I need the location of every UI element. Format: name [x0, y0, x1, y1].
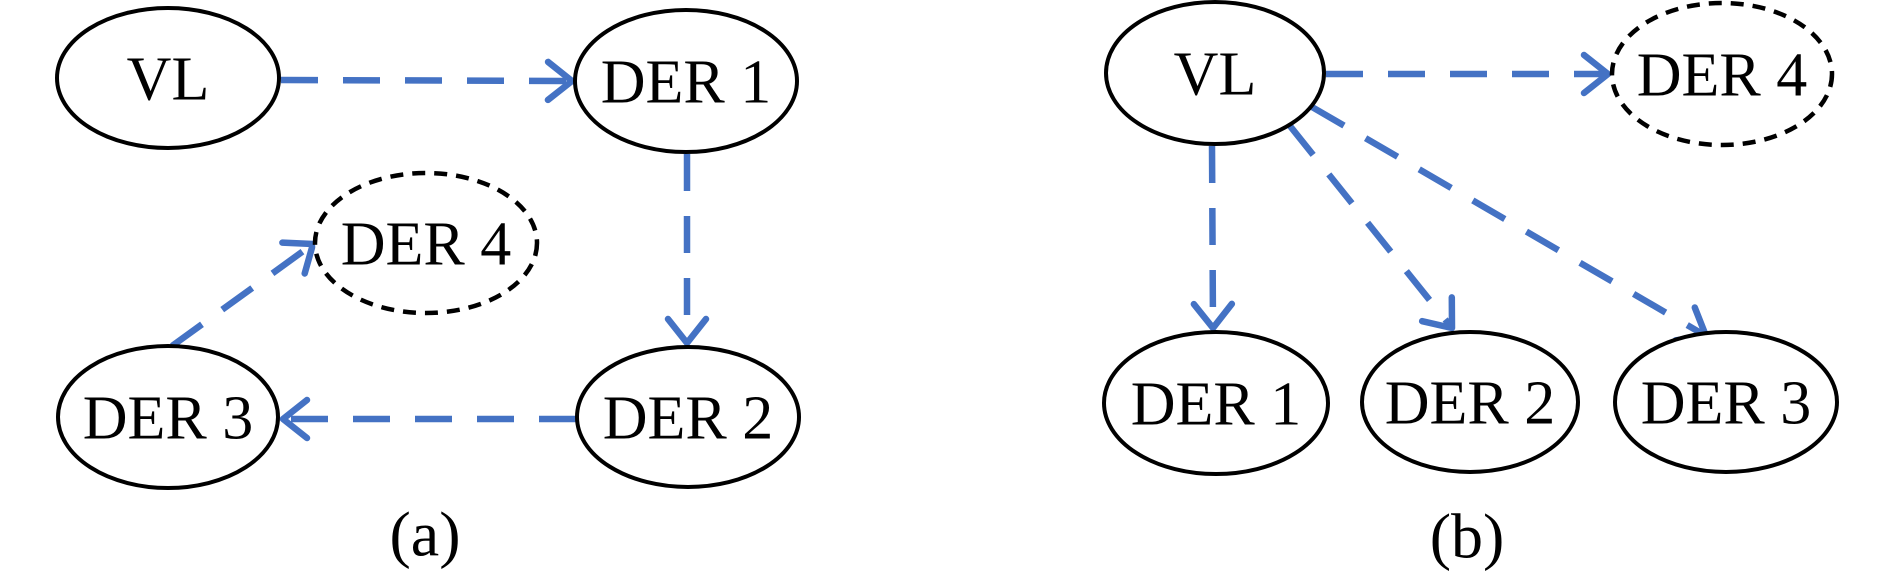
- edge-vl-to-der3-b: [1310, 104, 1710, 344]
- node-vl-b: VL: [1104, 0, 1326, 146]
- edge-der3-to-der4-a: [170, 239, 317, 349]
- edge-vl-to-der2-b: [1287, 123, 1456, 332]
- node-label: VL: [127, 46, 210, 114]
- node-ellipse-solid: [1360, 330, 1580, 474]
- node-ellipse-solid: [573, 8, 799, 154]
- node-ellipse-solid: [56, 344, 280, 490]
- node-ellipse-solid: [1104, 0, 1326, 146]
- edge-vl-to-der1-b: [1190, 145, 1236, 332]
- subfigure-a: VL DER 1 DER 4 DER 3 DER 2 (a): [55, 6, 801, 569]
- subfigure-caption-a: (a): [389, 498, 460, 569]
- subfigure-caption-b: (b): [1430, 500, 1505, 571]
- node-label: DER 1: [1131, 371, 1302, 439]
- node-der2-b: DER 2: [1360, 330, 1580, 474]
- node-der1-b: DER 1: [1102, 330, 1330, 476]
- node-der4-a: DER 4: [312, 170, 540, 316]
- node-der1-a: DER 1: [573, 8, 799, 154]
- node-ellipse-dotted: [312, 170, 540, 316]
- node-vl-a: VL: [55, 6, 281, 150]
- node-ellipse-solid: [55, 6, 281, 150]
- node-ellipse-solid: [1102, 330, 1330, 476]
- node-label: DER 2: [603, 385, 774, 453]
- node-label: DER 3: [1641, 370, 1812, 438]
- subfigure-b: VL DER 4 DER 1 DER 2 DER 3 (b): [1102, 0, 1839, 571]
- node-label: DER 2: [1385, 370, 1556, 438]
- node-der3-b: DER 3: [1613, 330, 1839, 474]
- node-ellipse-dotted: [1609, 0, 1835, 148]
- node-der2-a: DER 2: [575, 345, 801, 489]
- node-label: DER 4: [1637, 42, 1808, 110]
- node-ellipse-solid: [575, 345, 801, 489]
- node-der3-a: DER 3: [56, 344, 280, 490]
- node-label: DER 1: [601, 49, 772, 117]
- node-der4-b: DER 4: [1609, 0, 1835, 148]
- edge-vl-to-der1-a: [280, 58, 576, 104]
- node-label: VL: [1174, 41, 1257, 109]
- node-label: DER 4: [341, 211, 512, 279]
- node-label: DER 3: [83, 385, 254, 453]
- diagram-root: VL DER 1 DER 4 DER 3 DER 2 (a) VL DER 4 DER 1 DER…: [55, 0, 1839, 571]
- node-ellipse-solid: [1613, 330, 1839, 474]
